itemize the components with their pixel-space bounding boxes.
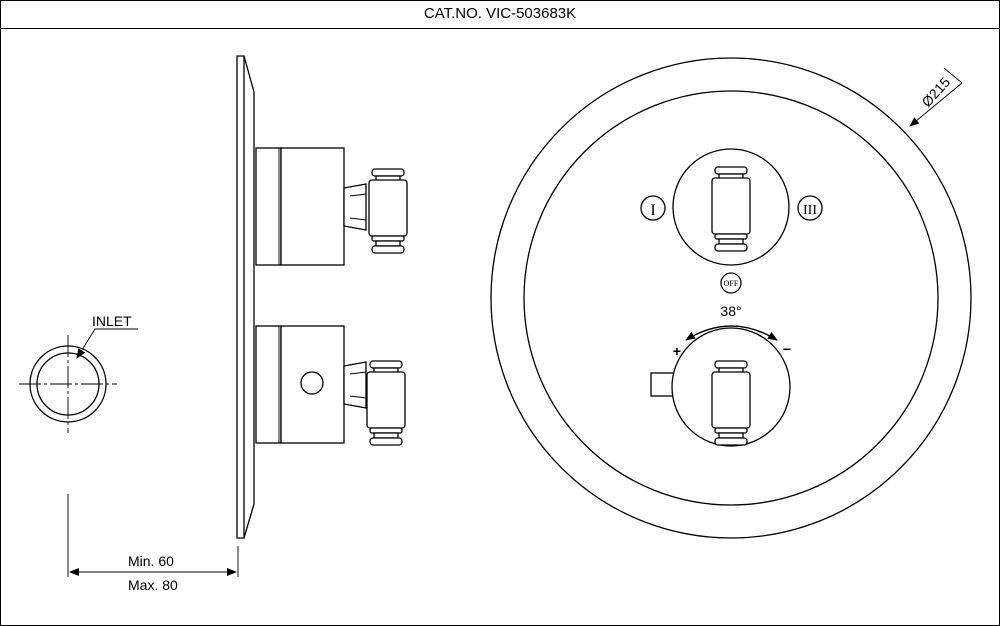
front-view: Ø215 I III OFF 38° + − bbox=[490, 57, 972, 539]
minus-label: − bbox=[783, 341, 791, 357]
lower-side-handle bbox=[366, 360, 406, 446]
min-depth-label: Min. 60 bbox=[128, 553, 174, 569]
plate-inner-edge bbox=[523, 90, 939, 506]
position-three-label: III bbox=[803, 203, 817, 218]
catalog-number: CAT.NO. VIC-503683K bbox=[1, 1, 999, 29]
position-three-marker bbox=[797, 195, 823, 221]
thermostat-handle bbox=[711, 360, 751, 446]
diverter-handle bbox=[711, 166, 751, 252]
temperature-stop-button bbox=[650, 372, 676, 397]
off-label: OFF bbox=[724, 279, 739, 288]
off-marker bbox=[720, 272, 742, 294]
upper-side-handle bbox=[368, 168, 408, 254]
position-one-marker bbox=[640, 195, 666, 221]
position-one-label: I bbox=[650, 202, 655, 219]
max-depth-label: Max. 80 bbox=[128, 577, 178, 593]
plus-label: + bbox=[673, 343, 681, 359]
inlet-view: INLET bbox=[19, 313, 138, 433]
diverter-escutcheon bbox=[672, 148, 790, 266]
inlet-label: INLET bbox=[92, 313, 132, 329]
depth-dimension: Min. 60 Max. 80 bbox=[67, 494, 239, 593]
side-view bbox=[236, 55, 408, 539]
lower-body-port bbox=[300, 371, 324, 395]
inlet-leader bbox=[76, 328, 138, 359]
cover-plate bbox=[236, 55, 245, 539]
plate-outer-edge bbox=[490, 57, 972, 539]
rotation-angle-label: 38° bbox=[720, 303, 741, 319]
upper-cartridge-body bbox=[280, 147, 345, 266]
lower-cartridge-body bbox=[280, 325, 345, 444]
